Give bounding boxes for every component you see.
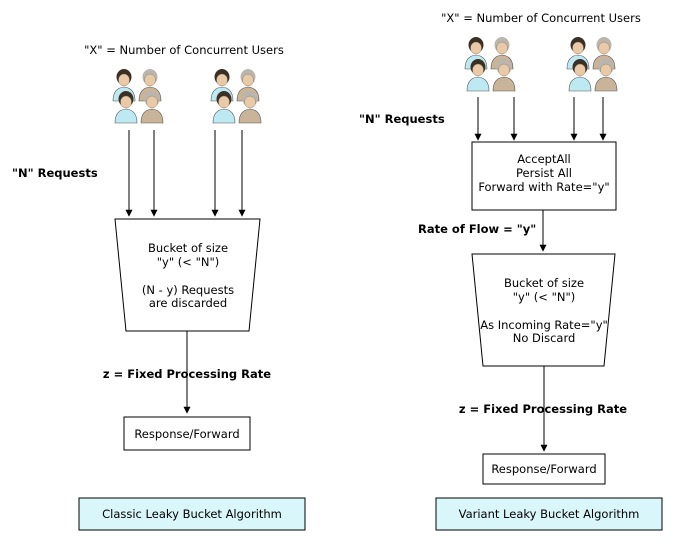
variant-accept-text: Forward with Rate="y" (478, 180, 609, 194)
classic-response-box (123, 416, 251, 451)
classic-response-label: Response/Forward (134, 427, 239, 441)
variant-rate-label: z = Fixed Processing Rate (459, 402, 627, 416)
variant-response-label: Response/Forward (491, 462, 596, 476)
variant-user-group (464, 37, 618, 92)
variant-bucket-text: As Incoming Rate="y" (480, 318, 608, 332)
classic-users-label: "X" = Number of Concurrent Users (84, 43, 284, 57)
classic-user-group (112, 69, 262, 124)
user-person-icon (212, 91, 236, 124)
variant-caption: Variant Leaky Bucket Algorithm (459, 507, 640, 521)
variant-bucket (471, 253, 616, 367)
classic-rate-label: z = Fixed Processing Rate (103, 367, 271, 381)
user-person-icon (140, 91, 164, 124)
classic-caption-box (78, 497, 306, 531)
variant-accept-text: AcceptAll (517, 152, 570, 166)
variant-accept-text: Persist All (516, 166, 572, 180)
user-person-icon (568, 59, 592, 92)
user-person-icon (492, 59, 516, 92)
user-person-icon (466, 59, 490, 92)
user-person-icon (238, 91, 262, 124)
variant-flow-label: Rate of Flow = "y" (418, 222, 536, 236)
variant-response-box (482, 453, 606, 485)
variant-caption-box (435, 497, 663, 531)
variant-bucket-text: Bucket of size (504, 276, 584, 290)
classic-bucket-text: (N - y) Requests (142, 283, 234, 297)
variant-users-label: "X" = Number of Concurrent Users (441, 11, 641, 25)
classic-bucket-text: "y" (< "N") (157, 255, 220, 269)
classic-caption: Classic Leaky Bucket Algorithm (102, 507, 282, 521)
user-person-icon (114, 91, 138, 124)
variant-bucket-text: "y" (< "N") (513, 290, 576, 304)
classic-bucket-text: are discarded (149, 296, 227, 310)
variant-panel: "X" = Number of Concurrent Users "N" Req… (359, 11, 663, 531)
variant-accept-box (471, 141, 617, 211)
classic-bucket (114, 218, 261, 332)
classic-bucket-text: Bucket of size (148, 241, 228, 255)
variant-requests-label: "N" Requests (359, 112, 445, 126)
classic-panel: "X" = Number of Concurrent Users "N" Req… (12, 43, 306, 531)
classic-requests-label: "N" Requests (12, 166, 98, 180)
variant-bucket-text: No Discard (513, 331, 576, 345)
user-person-icon (594, 59, 618, 92)
user-person-icon (112, 69, 136, 102)
